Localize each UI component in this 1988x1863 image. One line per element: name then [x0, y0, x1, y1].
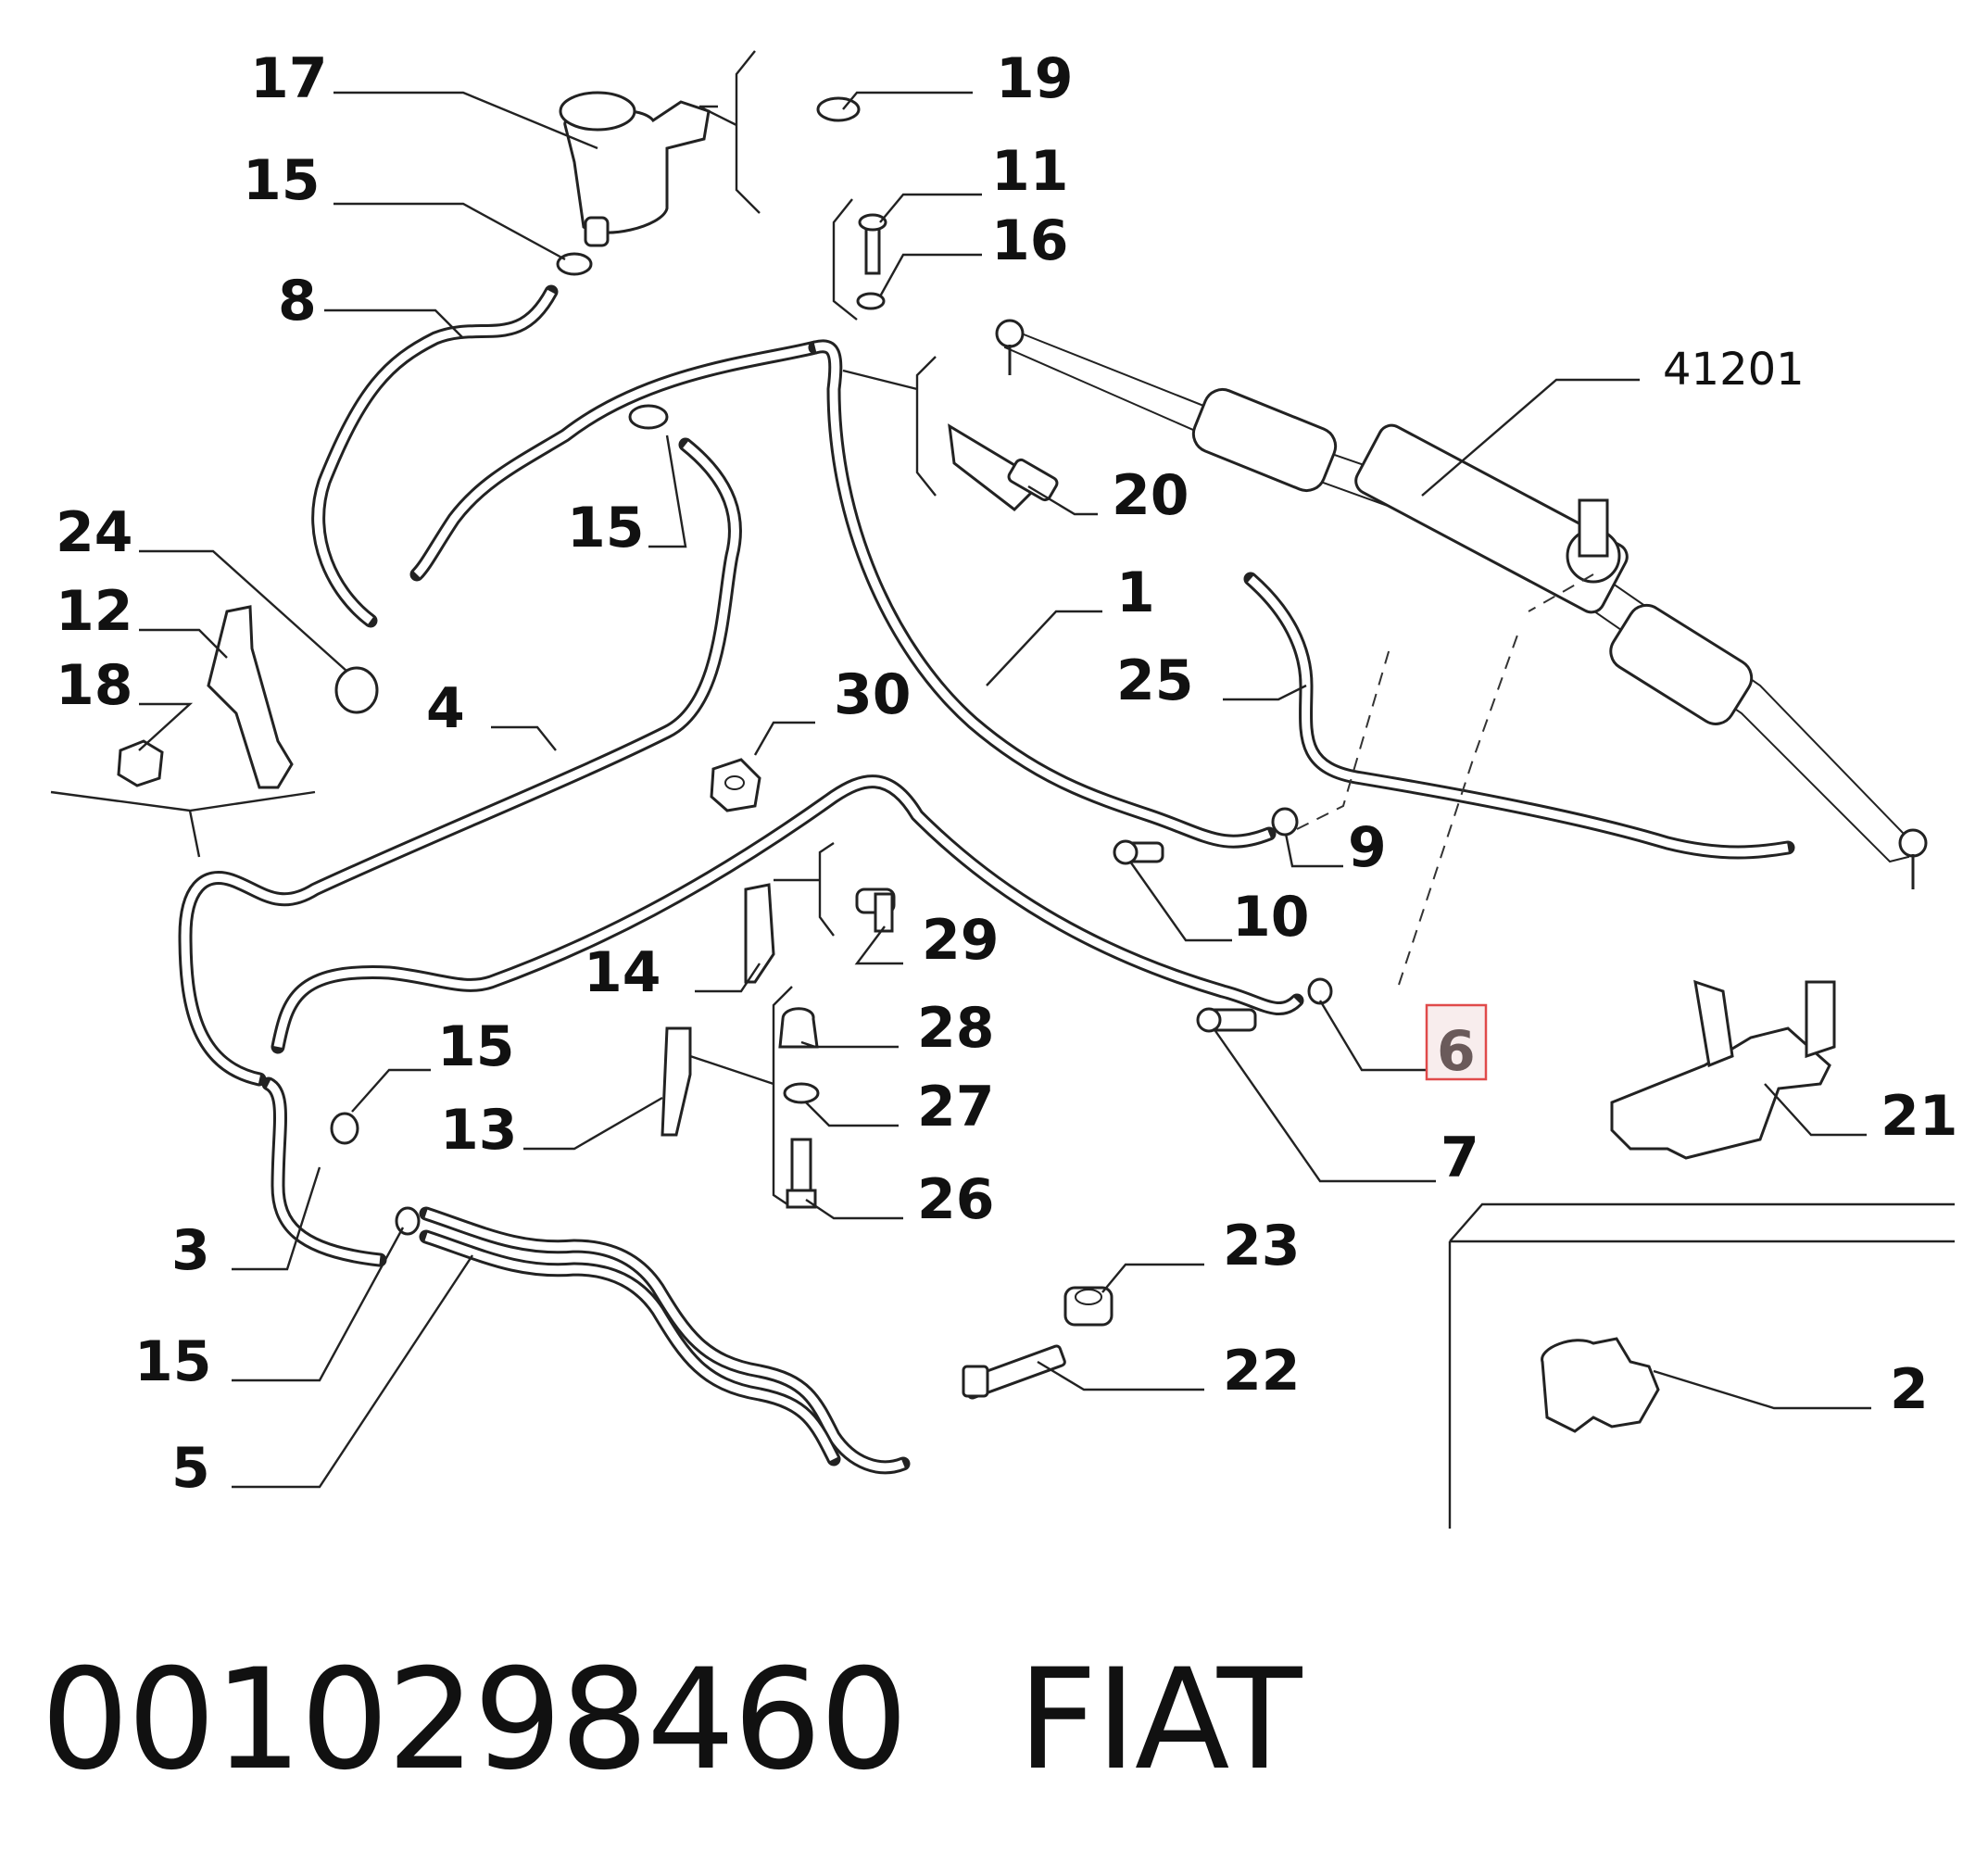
label-20: 20 [1112, 463, 1189, 528]
label-17: 17 [250, 46, 328, 111]
sensor-20 [948, 423, 1059, 511]
pipe-5 [419, 1206, 911, 1475]
washer-9 [1271, 807, 1299, 837]
label-8: 8 [278, 269, 317, 334]
hose-feed-rack [261, 774, 1304, 1267]
label-15-pipe: 15 [134, 1329, 212, 1394]
label-15-reservoir: 15 [243, 148, 321, 213]
clamp-15b [628, 404, 669, 430]
washer-19 [816, 96, 861, 122]
label-2: 2 [1890, 1357, 1929, 1422]
label-23: 23 [1223, 1214, 1301, 1278]
nut-23 [1063, 1286, 1114, 1327]
label-5: 5 [171, 1436, 210, 1501]
nut-30 [710, 758, 761, 812]
callout-labels: 17 19 15 11 16 8 41201 20 15 24 12 1 25 … [56, 46, 1958, 1501]
hose-8 [311, 284, 559, 628]
label-18: 18 [56, 653, 133, 718]
label-10: 10 [1232, 885, 1310, 950]
label-22: 22 [1223, 1339, 1301, 1404]
bolt-29 [855, 887, 896, 933]
clamp-15a [556, 252, 593, 276]
label-19: 19 [996, 46, 1074, 111]
label-27: 27 [917, 1075, 995, 1139]
reservoir-17 [559, 91, 711, 247]
bolt-22 [962, 1344, 1066, 1400]
mount-2 [1541, 1337, 1660, 1433]
part-number: 0010298460 [41, 1640, 908, 1801]
leader-lines [138, 91, 1871, 1489]
label-26: 26 [917, 1167, 995, 1232]
bolt-26 [786, 1138, 817, 1209]
washer-27 [783, 1082, 820, 1104]
label-11: 11 [991, 139, 1069, 204]
highlight-box [1425, 1003, 1488, 1081]
label-6: 6 [1437, 1019, 1476, 1084]
label-7: 7 [1441, 1126, 1479, 1190]
label-15-hose: 15 [567, 496, 645, 560]
steering-rack [995, 319, 1928, 889]
label-12: 12 [56, 579, 133, 644]
label-16: 16 [991, 208, 1069, 273]
bracket-21 [1610, 979, 1836, 1160]
bolt-11 [858, 213, 887, 275]
clamp-15d [395, 1206, 421, 1236]
banjo-10 [1113, 839, 1164, 865]
bracket-12 [207, 605, 294, 789]
cap-28 [778, 1007, 819, 1049]
label-30: 30 [834, 662, 912, 727]
clip-13 [661, 1026, 692, 1137]
clamp-15c [330, 1112, 359, 1145]
label-15-clamp: 15 [437, 1014, 515, 1079]
brand-name: FIAT [1017, 1640, 1302, 1801]
label-29: 29 [922, 908, 1000, 973]
banjo-7 [1196, 1007, 1257, 1033]
washer-16 [856, 292, 886, 310]
label-28: 28 [917, 996, 995, 1061]
clip-14 [744, 883, 775, 984]
label-1: 1 [1116, 560, 1155, 625]
label-25: 25 [1116, 648, 1194, 713]
nut-18 [117, 739, 164, 787]
hose-1 [808, 339, 1277, 849]
footer-caption: 0010298460 FIAT [41, 1640, 1411, 1801]
hose-25 [1243, 572, 1795, 860]
label-3: 3 [171, 1218, 210, 1283]
hose-4 [178, 340, 823, 1087]
label-24: 24 [56, 500, 133, 565]
washer-6 [1307, 977, 1333, 1005]
label-41201: 41201 [1663, 344, 1805, 396]
label-14: 14 [584, 940, 661, 1005]
label-4: 4 [426, 676, 465, 741]
oring-24 [334, 666, 379, 714]
label-13: 13 [440, 1098, 518, 1163]
label-21: 21 [1881, 1084, 1958, 1149]
label-9: 9 [1348, 815, 1387, 880]
